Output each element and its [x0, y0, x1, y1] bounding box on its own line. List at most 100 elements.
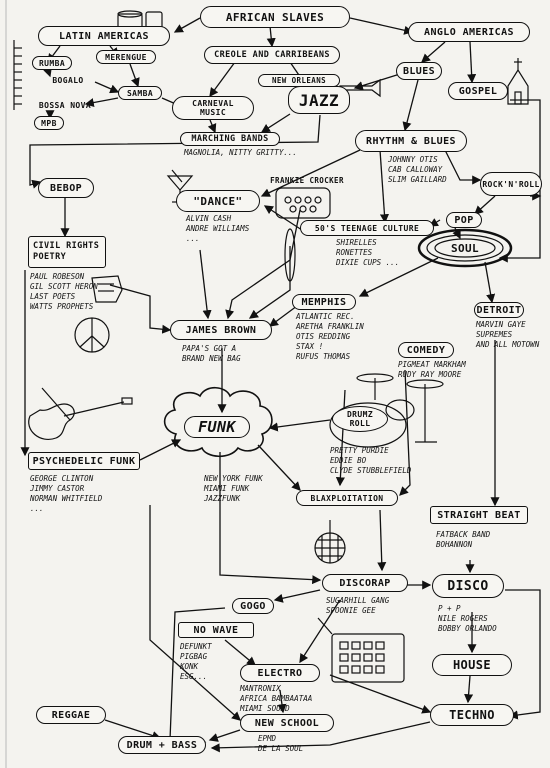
node-memphis: Memphis — [292, 294, 356, 310]
no-wave-artist: Konk — [180, 662, 199, 671]
teenage-artists: Shirelles Ronettes Dixie Cups ... — [336, 238, 399, 268]
soul-record-sketch — [417, 228, 513, 268]
node-teenage-culture: 50's Teenage Culture — [300, 220, 434, 236]
arrow-anglo-gospel — [467, 41, 477, 84]
electro-artist: Mantronix — [240, 684, 281, 693]
detroit-artist: Supremes — [476, 330, 513, 339]
drum-artist: Eddie Bo — [330, 456, 367, 465]
node-drum-bass: Drum + Bass — [118, 736, 206, 754]
arrow-blax-discorap — [377, 509, 387, 572]
funk-cloud-sketch — [163, 386, 273, 458]
drum-machine-sketch — [317, 617, 405, 683]
new-school-artist: EPMD — [258, 734, 277, 743]
teenage-artist: Shirelles — [336, 238, 377, 247]
james-brown-song: brand new bag — [182, 354, 241, 363]
arrow-memphis-blax — [335, 389, 346, 487]
disco-ball-sketch — [314, 520, 346, 564]
node-mpb: MPB — [34, 116, 64, 130]
arrow-newschool-drumbass — [208, 729, 241, 742]
dance-artist: ... — [186, 234, 200, 243]
arrow-jazz-marching — [260, 113, 291, 133]
discorap-artists: Sugarhill Gang Spoonie Gee — [326, 596, 389, 616]
arrow-anglo-blues — [421, 41, 446, 63]
node-bogalo: Bogalo — [52, 75, 84, 85]
node-bebop: Bebop — [38, 178, 94, 198]
arrow-blues-rnb — [402, 79, 419, 132]
rnb-artist: Slim Gaillard — [388, 175, 447, 184]
marching-artists: Magnolia, Nitty Gritty... — [184, 148, 297, 158]
psychedelic-artists: George Clinton Jimmy Castor Norman Whitf… — [30, 474, 102, 514]
discorap-artist: Spoonie Gee — [326, 606, 376, 615]
node-blues: Blues — [396, 62, 442, 80]
node-creole: Creole and Carribeans — [204, 46, 340, 64]
rnb-artist: Cab Calloway — [388, 165, 443, 174]
electro-artist: Miami Sound — [240, 704, 290, 713]
arrow-merengue-samba — [129, 63, 140, 88]
arrow-nowave-electro — [224, 639, 256, 666]
node-soul: Soul — [450, 241, 480, 255]
arrow-teenage-jamesbrown — [248, 246, 291, 319]
electro-artists: Mantronix Africa Bambaataa Miami Sound — [240, 684, 312, 714]
node-reggae: Reggae — [36, 706, 106, 724]
node-latin-americas: Latin Americas — [38, 26, 170, 46]
detroit-artists: Marvin Gaye Supremes and all Motown — [476, 320, 539, 350]
memphis-artist: Rufus Thomas — [296, 352, 351, 361]
node-drums: Drumz Roll — [332, 406, 388, 432]
disco-artist: P + P — [438, 604, 461, 613]
node-blaxploitation: Blaxploitation — [296, 490, 398, 506]
arrow-psychedelic-newschool — [149, 505, 241, 721]
node-anglo-americas: Anglo Americas — [408, 22, 530, 42]
funk-regions: New York Funk Miami Funk Jazzfunk — [204, 474, 263, 504]
memphis-artist: Aretha Franklin — [296, 322, 364, 331]
arrow-dance-jamesbrown — [199, 249, 212, 320]
disco-artist: Nile Rogers — [438, 614, 488, 623]
comedy-artist: Pigmeat Markham — [398, 360, 466, 369]
arrow-bogalo-samba — [94, 81, 120, 94]
node-dance: "Dance" — [176, 190, 260, 212]
drum-artists: Pretty Purdie Eddie Bo Clyde Stubblefiel… — [330, 446, 411, 476]
church-sketch — [507, 58, 529, 105]
fist-sketch — [91, 275, 123, 303]
node-gospel: Gospel — [448, 82, 508, 100]
arrow-rnb-teenage — [379, 149, 389, 224]
arrow-reggae-drumbass — [104, 719, 162, 740]
arrow-slaves-creole — [266, 25, 276, 48]
new-school-artists: EPMD De La Soul — [258, 734, 303, 754]
guitar-sketch — [28, 387, 133, 440]
node-discorap: Discorap — [322, 574, 408, 592]
james-brown-songs: Papa's got a brand new bag — [182, 344, 241, 364]
dance-artist: Andre Williams — [186, 224, 250, 233]
memphis-artists: Atlantic Rec. Aretha Franklin Otis Reddi… — [296, 312, 364, 362]
civil-rights-artists: Paul Robeson Gil Scott Heron Last Poets … — [30, 272, 98, 312]
node-straight-beat: Straight Beat — [430, 506, 528, 524]
node-merengue: Merengue — [96, 50, 156, 64]
node-funk: Funk — [184, 416, 250, 438]
straight-beat-artist: Fatback Band — [436, 530, 491, 539]
funk-region: Jazzfunk — [204, 494, 241, 503]
disco-artists: P + P Nile Rogers Bobby Orlando — [438, 604, 497, 634]
dance-artists: Alvin Cash Andre Williams ... — [186, 214, 249, 244]
piano-keys-sketch — [13, 40, 22, 110]
node-african-slaves: African Slaves — [200, 6, 350, 28]
memphis-artist: Otis Redding — [296, 332, 351, 341]
rnb-artist: Johnny Otis — [388, 155, 438, 164]
arrow-rnb-dance — [260, 149, 361, 197]
node-rock-n-roll: Rock'n'Roll — [480, 172, 542, 196]
node-techno: Techno — [430, 704, 514, 726]
civil-rights-artist: Paul Robeson — [30, 272, 85, 281]
arrow-carneval-marching — [207, 119, 217, 134]
node-rnb: Rhythm & Blues — [355, 130, 467, 152]
psychedelic-artist: George Clinton — [30, 474, 94, 483]
arrow-rnb-rocknroll — [444, 149, 482, 185]
no-wave-artists: Defunkt Pigbag Konk ESG... — [180, 642, 212, 682]
new-school-artist: De La Soul — [258, 744, 304, 753]
detroit-artist: Marvin Gaye — [476, 320, 526, 329]
rnb-artists: Johnny Otis Cab Calloway Slim Gaillard — [388, 155, 447, 185]
memphis-artist: Stax ! — [296, 342, 324, 351]
node-pop: Pop — [446, 212, 482, 228]
node-comedy: Comedy — [398, 342, 454, 358]
drum-artist: Pretty Purdie — [330, 446, 389, 455]
node-marching-bands: Marching Bands — [180, 132, 280, 146]
